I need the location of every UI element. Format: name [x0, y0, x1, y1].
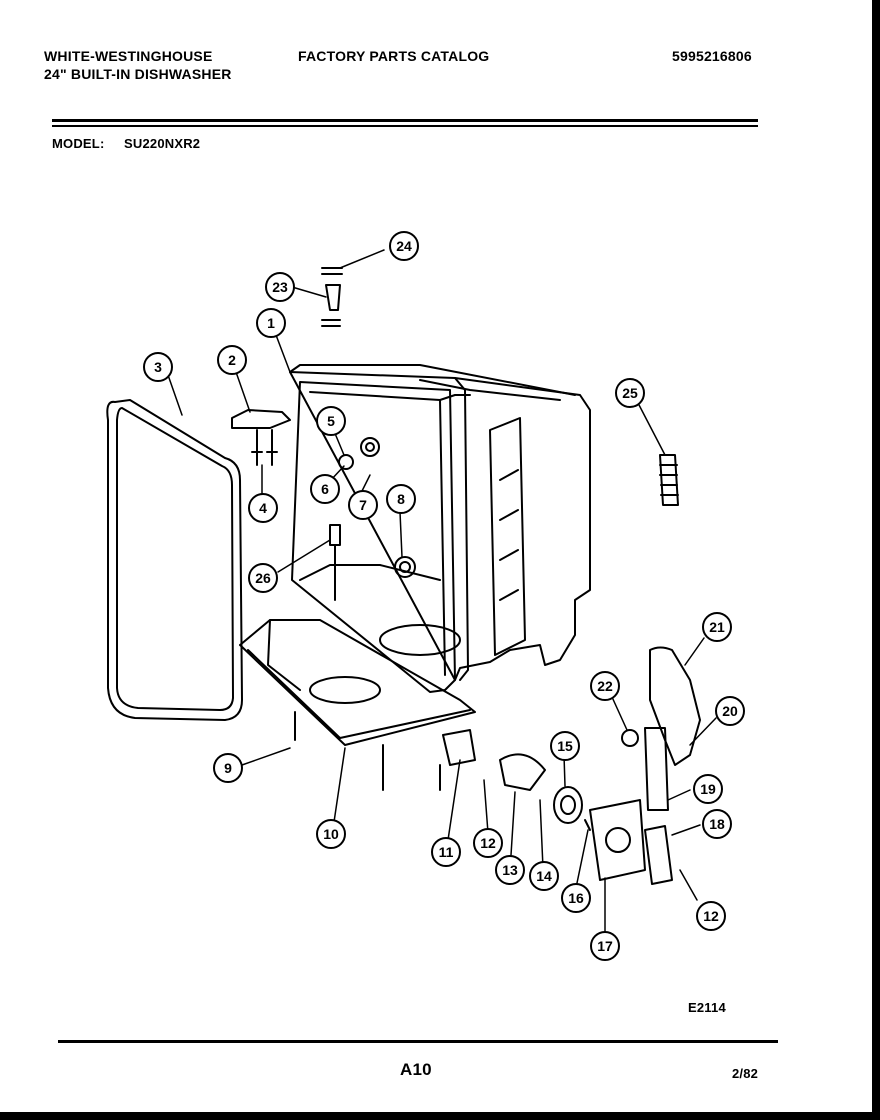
callout-1: 1 [256, 308, 286, 338]
svg-text:20: 20 [722, 703, 738, 719]
tub-assembly [289, 364, 591, 704]
gear-15 [553, 786, 583, 824]
callout-14: 14 [529, 861, 559, 891]
callout-26: 26 [248, 563, 278, 593]
mounting-plate-17 [589, 799, 646, 881]
catalog-number: 5995216806 [672, 48, 752, 64]
part-19 [644, 727, 669, 811]
svg-text:2: 2 [228, 352, 236, 368]
callout-19: 19 [693, 774, 723, 804]
part-25 [659, 454, 679, 506]
callout-15: 15 [550, 731, 580, 761]
callout-23: 23 [265, 272, 295, 302]
footer-rule [58, 1040, 778, 1043]
callout-22: 22 [590, 671, 620, 701]
callout-13: 13 [495, 855, 525, 885]
callout-18: 18 [702, 809, 732, 839]
svg-text:1: 1 [267, 315, 275, 331]
svg-text:19: 19 [700, 781, 716, 797]
svg-text:23: 23 [272, 279, 288, 295]
svg-text:4: 4 [259, 500, 267, 516]
svg-text:25: 25 [622, 385, 638, 401]
svg-text:26: 26 [255, 570, 271, 586]
part-11 [442, 729, 476, 766]
svg-text:10: 10 [323, 826, 339, 842]
svg-text:15: 15 [557, 738, 573, 754]
header-rule-bottom [52, 125, 758, 127]
callout-7: 7 [348, 490, 378, 520]
svg-text:12: 12 [480, 835, 496, 851]
svg-text:5: 5 [327, 413, 335, 429]
tube-part [325, 284, 341, 311]
callout-2: 2 [217, 345, 247, 375]
part-18 [644, 825, 673, 885]
callout-3: 3 [143, 352, 173, 382]
callout-5: 5 [316, 406, 346, 436]
svg-text:16: 16 [568, 890, 584, 906]
brand-name: WHITE-WESTINGHOUSE [44, 48, 213, 64]
callout-12-lower: 12 [696, 901, 726, 931]
svg-text:9: 9 [224, 760, 232, 776]
door-panel [239, 619, 476, 746]
scan-border-bottom [0, 1112, 880, 1120]
svg-text:24: 24 [396, 238, 412, 254]
spring-parts [321, 267, 343, 327]
svg-text:8: 8 [397, 491, 405, 507]
hose-part-20 [649, 646, 701, 766]
callout-21: 21 [702, 612, 732, 642]
svg-text:12: 12 [703, 908, 719, 924]
callout-17: 17 [590, 931, 620, 961]
model-number: SU220NXR2 [124, 136, 201, 151]
svg-text:6: 6 [321, 481, 329, 497]
svg-text:14: 14 [536, 868, 552, 884]
callout-11: 11 [431, 837, 461, 867]
svg-text:13: 13 [502, 862, 518, 878]
svg-text:3: 3 [154, 359, 162, 375]
screws-10 [382, 744, 441, 791]
svg-text:22: 22 [597, 678, 613, 694]
model-label: MODEL: [52, 136, 105, 151]
ring-22 [621, 729, 639, 747]
door-gasket [106, 399, 243, 721]
screws-4 [251, 429, 278, 466]
svg-text:18: 18 [709, 816, 725, 832]
page-number: A10 [400, 1060, 432, 1079]
washer-16 [584, 819, 591, 831]
callout-group: 1 2 3 4 5 6 7 8 9 10 11 12 13 14 15 16 1… [143, 231, 745, 961]
callout-16: 16 [561, 883, 591, 913]
svg-text:17: 17 [597, 938, 613, 954]
figure-code: E2114 [688, 1000, 726, 1015]
callout-9: 9 [213, 753, 243, 783]
callout-8: 8 [386, 484, 416, 514]
callout-6: 6 [310, 474, 340, 504]
callout-25: 25 [615, 378, 645, 408]
callout-24: 24 [389, 231, 419, 261]
hinge-bracket [231, 409, 291, 429]
svg-text:21: 21 [709, 619, 725, 635]
header-rule-top [52, 119, 758, 122]
scan-border-right [872, 0, 880, 1120]
print-date: 2/82 [732, 1066, 759, 1081]
callout-4: 4 [248, 493, 278, 523]
catalog-title: FACTORY PARTS CATALOG [298, 48, 490, 64]
leader-lines [167, 249, 717, 934]
callout-12: 12 [473, 828, 503, 858]
part-13 [499, 753, 546, 791]
callout-10: 10 [316, 819, 346, 849]
product-name: 24" BUILT-IN DISHWASHER [44, 66, 232, 82]
callout-20: 20 [715, 696, 745, 726]
svg-text:7: 7 [359, 497, 367, 513]
svg-text:11: 11 [439, 844, 454, 860]
